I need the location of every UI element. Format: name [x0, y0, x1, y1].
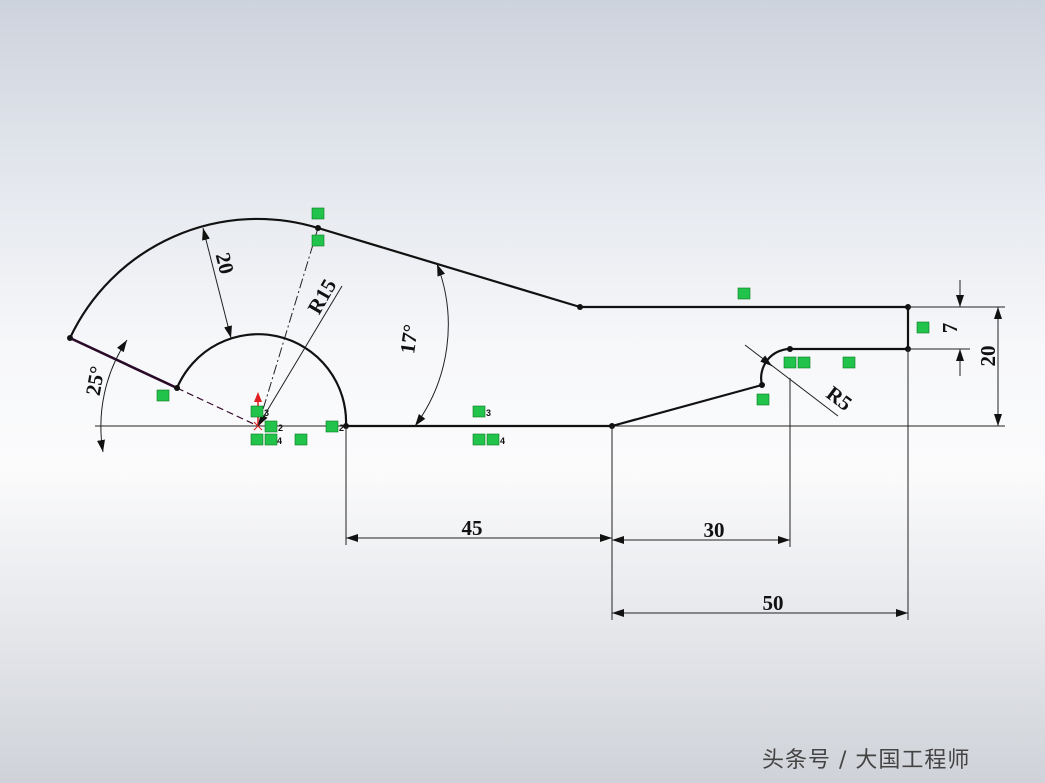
upper-slope-line[interactable] [317, 226, 581, 309]
horizontal-relation-icon [737, 287, 751, 300]
tangent-relation-icon [783, 356, 797, 369]
svg-text:4: 4 [277, 436, 282, 446]
horizontal-relation-icon [842, 356, 856, 369]
dim-r5-leader[interactable] [744, 344, 839, 417]
dim-30-text[interactable]: 30 [704, 518, 725, 542]
dim-20-height-text[interactable]: 20 [976, 346, 1000, 367]
svg-text:2: 2 [339, 423, 344, 433]
horizontal-relation-icon [472, 433, 486, 446]
svg-text:3: 3 [486, 408, 491, 418]
construction-line[interactable] [257, 227, 319, 427]
svg-text:4: 4 [500, 436, 505, 446]
dim-r15-leader[interactable] [257, 285, 343, 427]
dim-25-arc[interactable] [97, 339, 128, 453]
dim-r5-arrow [760, 355, 773, 367]
dim-r15-text[interactable]: R15 [303, 275, 342, 318]
sketch-points[interactable] [67, 225, 911, 429]
collinear-relation-icon [156, 389, 170, 402]
coincident-relation-icon [486, 433, 500, 446]
inner-arc[interactable] [175, 333, 348, 427]
dim-25-text[interactable]: 25° [81, 364, 110, 397]
svg-text:2: 2 [278, 423, 283, 433]
dim-50-text[interactable]: 50 [763, 591, 784, 615]
coincident-relation-icon [250, 433, 264, 446]
outer-arc[interactable] [69, 217, 319, 339]
vertical-relation-icon [797, 356, 811, 369]
relation-numbers: 3 2 4 2 3 4 [264, 408, 505, 446]
dim-7-text[interactable]: 7 [938, 323, 962, 334]
coincident-relation-icon [472, 405, 486, 418]
horizontal-relation-icon [294, 433, 308, 446]
dim-r5-text[interactable]: R5 [822, 381, 857, 416]
relation-icons[interactable] [156, 207, 930, 446]
horizontal-relation-icon [264, 420, 278, 433]
extension-lines [345, 306, 1005, 620]
watermark: 头条号 / 大国工程师 [762, 748, 971, 773]
dim-17-arc[interactable] [414, 263, 449, 427]
horizontal-relation-icon [325, 420, 339, 433]
dim-20-radial-line[interactable] [202, 227, 232, 339]
coincident-relation-icon [250, 405, 264, 418]
collinear-relation-icon [756, 393, 770, 406]
vertical-relation-icon [916, 321, 930, 334]
dim-45-text[interactable]: 45 [462, 516, 483, 540]
construction-line-extension[interactable] [176, 387, 259, 427]
dim-17-text[interactable]: 17° [395, 323, 423, 355]
coincident-relation-icon [264, 433, 278, 446]
svg-text:3: 3 [264, 408, 269, 418]
tangent-relation-icon [311, 207, 325, 220]
lower-slope-line[interactable] [611, 383, 763, 428]
dim-20-radial-text[interactable]: 20 [211, 250, 239, 276]
perpendicular-relation-icon [311, 234, 325, 247]
